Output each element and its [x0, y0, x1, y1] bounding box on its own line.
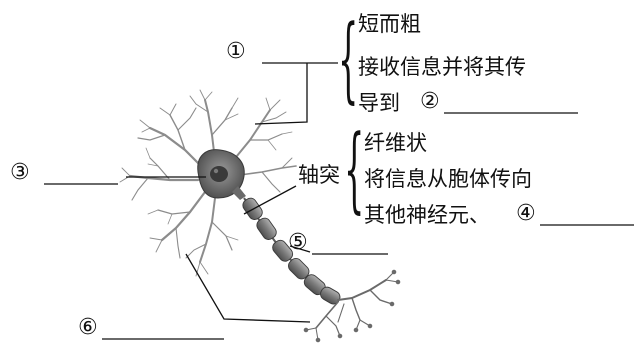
axon-hillock	[232, 186, 246, 200]
label-4-inline: ④	[516, 201, 536, 226]
brace-top: {	[338, 6, 359, 115]
leader-axon	[243, 185, 297, 215]
brace-axon: {	[344, 116, 365, 225]
axon-terminals	[303, 269, 401, 343]
nucleus	[210, 166, 228, 182]
axon	[242, 197, 341, 305]
label-2-inline: ②	[420, 89, 440, 114]
axon-line-2: 将信息从胞体传向	[364, 167, 532, 191]
top-line-2: 接收信息并将其传	[358, 55, 526, 79]
axon-term: 轴突	[298, 163, 340, 187]
top-line-1: 短而粗	[358, 12, 421, 36]
top-line-3-prefix: 导到	[358, 91, 400, 115]
leader-6	[185, 253, 311, 323]
label-1: ①	[226, 39, 246, 64]
myelin-sheath	[242, 197, 341, 305]
dendrites	[119, 89, 297, 277]
cell-body	[197, 149, 245, 199]
label-5: ⑤	[288, 230, 308, 255]
axon-line-3-prefix: 其他神经元、	[364, 203, 490, 227]
leader-lines	[44, 62, 634, 340]
leader-1	[254, 63, 308, 125]
axon-line-1: 纤维状	[364, 131, 427, 155]
label-6: ⑥	[78, 315, 98, 340]
label-3: ③	[10, 160, 30, 185]
leader-5	[289, 245, 311, 253]
